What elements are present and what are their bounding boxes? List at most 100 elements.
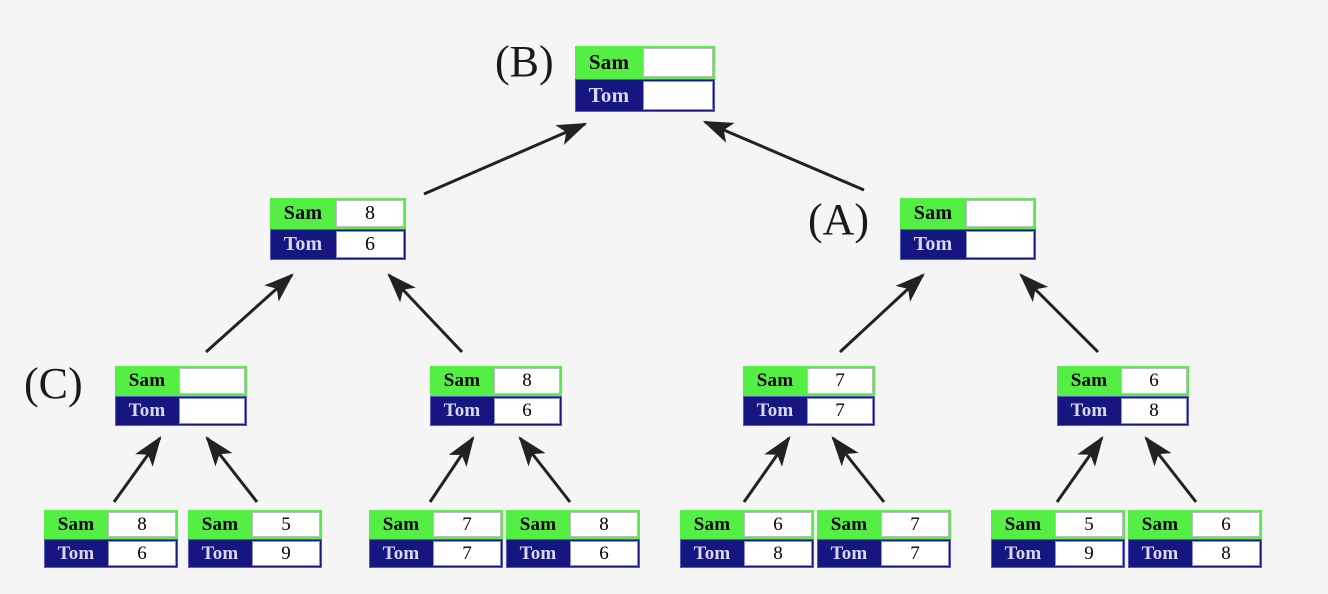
node-row-tom: Tom 8 [680,539,814,568]
sam-value-cell[interactable]: 6 [1121,368,1187,394]
node-row-sam: Sam 5 [991,510,1125,539]
sam-value-cell[interactable]: 8 [570,512,638,537]
sam-value-cell[interactable]: 5 [252,512,320,537]
tom-value-cell[interactable]: 6 [570,541,638,566]
tom-name-label: Tom [382,542,420,564]
node-row-sam: Sam 8 [270,198,406,229]
sam-name-label: Sam [519,513,557,535]
node-row-sam: Sam [900,198,1036,229]
sam-name-label: Sam [128,370,166,391]
tree-edge-arrow [387,273,464,354]
tom-value-cell[interactable]: 9 [1055,541,1123,566]
annotation-label-b: (B) [495,37,554,86]
sam-value-cell[interactable]: 7 [807,368,873,394]
tree-edge-arrow [831,436,886,503]
tom-value-cell[interactable]: 7 [433,541,501,566]
node-row-tom: Tom 7 [817,539,951,568]
tom-name-label: Tom [443,400,481,421]
sam-name-label: Sam [756,370,794,391]
sam-value-cell[interactable]: 6 [1192,512,1260,537]
sam-name-label: Sam [1070,370,1108,391]
node-row-sam: Sam 7 [743,366,875,396]
node-row-tom: Tom [115,396,247,426]
sam-value-cell[interactable]: 7 [881,512,949,537]
tom-value-cell[interactable]: 6 [108,541,176,566]
tree-edge-arrow [1144,436,1198,503]
tom-name-label: Tom [588,83,630,107]
tree-edge-arrow [423,122,588,196]
tree-edge-arrow [1055,436,1104,503]
sam-value-cell[interactable]: 8 [108,512,176,537]
tom-name-label: Tom [128,400,166,421]
sam-value-cell[interactable] [966,200,1034,227]
tom-value-cell[interactable]: 9 [252,541,320,566]
tom-value-cell[interactable] [179,398,245,424]
sam-name-label: Sam [1141,513,1179,535]
sam-name-label: Sam [382,513,420,535]
sam-value-cell[interactable] [643,48,713,77]
tom-value-cell[interactable]: 6 [494,398,560,424]
tom-value-cell[interactable] [643,81,713,110]
tree-edge-arrow [428,436,475,503]
tree-edge-arrow [204,273,294,354]
tom-name-label: Tom [201,542,239,564]
tom-value-cell[interactable]: 8 [744,541,812,566]
sam-value-cell[interactable]: 7 [433,512,501,537]
tree-edge-arrow [742,436,791,503]
node-row-sam: Sam 8 [506,510,640,539]
node-row-tom: Tom 6 [270,229,406,260]
sam-value-cell[interactable]: 8 [494,368,560,394]
tom-name-label: Tom [1141,542,1179,564]
tom-value-cell[interactable]: 6 [336,231,404,258]
tom-value-cell[interactable]: 7 [807,398,873,424]
tom-name-label: Tom [1070,400,1108,421]
node-row-sam: Sam 8 [44,510,178,539]
node-row-sam: Sam [115,366,247,396]
tom-value-cell[interactable] [966,231,1034,258]
tree-edge-arrow [1019,273,1100,354]
sam-value-cell[interactable]: 5 [1055,512,1123,537]
node-row-sam: Sam [575,46,715,79]
sam-value-cell[interactable]: 6 [744,512,812,537]
tom-name-label: Tom [693,542,731,564]
annotation-label-c: (C) [24,359,83,408]
tom-name-label: Tom [913,233,953,255]
node-row-tom: Tom [575,79,715,112]
node-row-tom: Tom 6 [430,396,562,426]
sam-name-label: Sam [1004,513,1042,535]
tom-value-cell[interactable]: 7 [881,541,949,566]
sam-name-label: Sam [913,202,953,224]
sam-value-cell[interactable]: 8 [336,200,404,227]
tom-name-label: Tom [830,542,868,564]
sam-name-label: Sam [693,513,731,535]
tree-edge-arrow [518,436,572,503]
tom-name-label: Tom [519,542,557,564]
sam-name-label: Sam [283,202,323,224]
tom-value-cell[interactable]: 8 [1121,398,1187,424]
tom-value-cell[interactable]: 8 [1192,541,1260,566]
sam-value-cell[interactable] [179,368,245,394]
tom-name-label: Tom [283,233,323,255]
sam-name-label: Sam [57,513,95,535]
